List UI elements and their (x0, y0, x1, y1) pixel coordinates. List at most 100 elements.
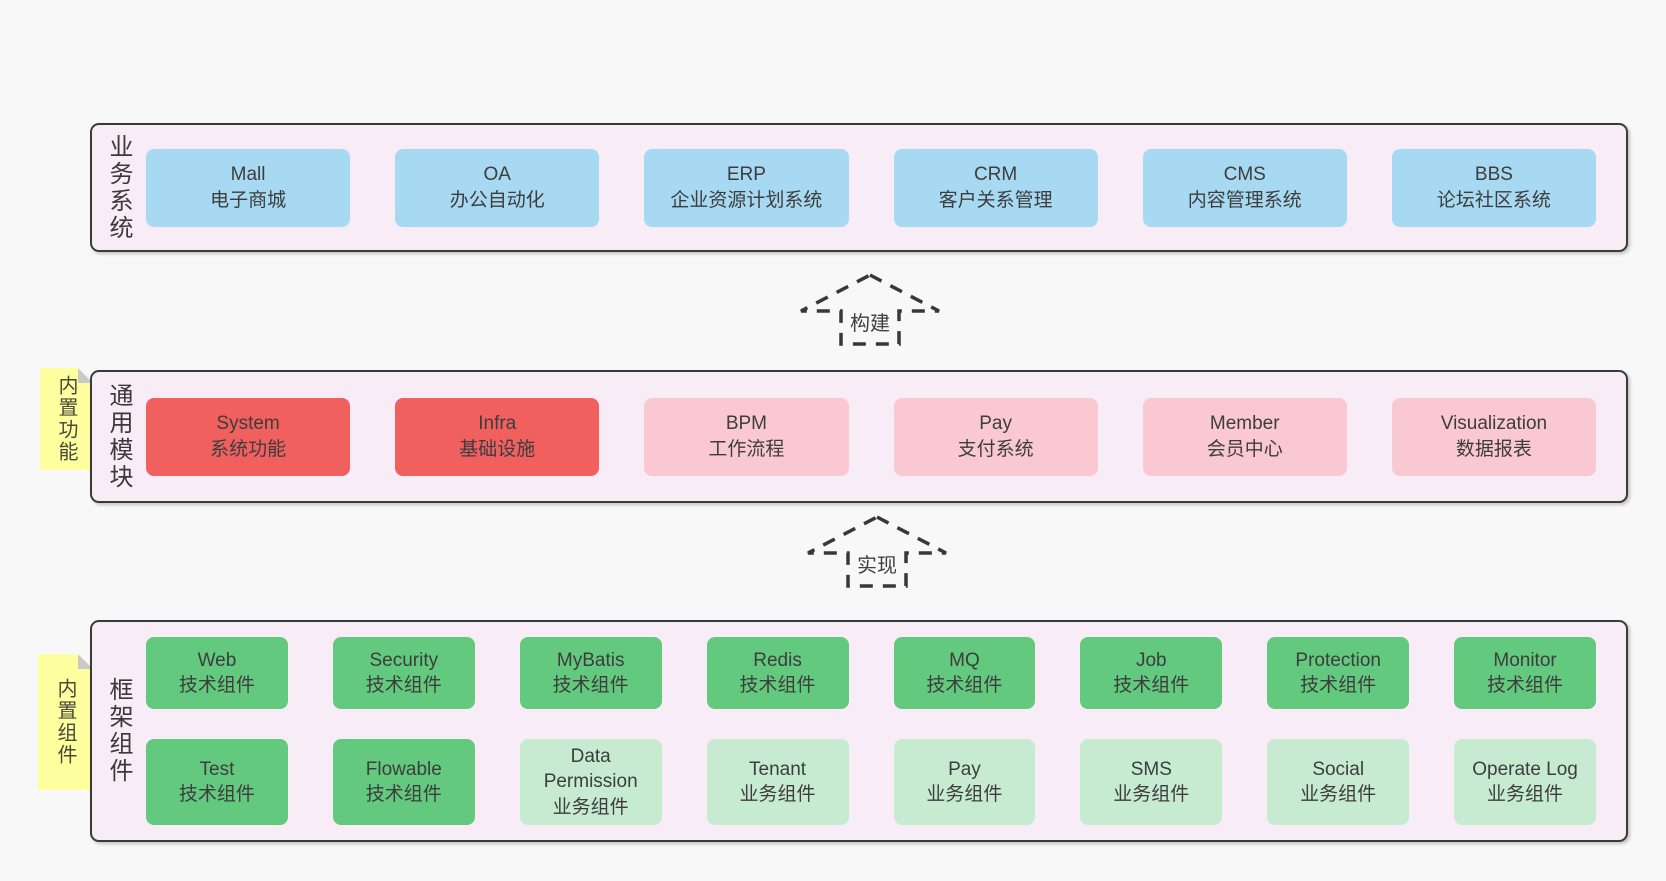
box-subtitle-zh: 技术组件 (1300, 675, 1377, 697)
box-title-en: Job (1135, 650, 1167, 672)
sticky-note-built-in-components: 内置组件 (38, 654, 93, 790)
sticky-note-label: 内置功能 (55, 375, 77, 463)
component-box-social: Social 业务组件 (1267, 739, 1410, 825)
box-title-en: BPM (725, 413, 767, 435)
box-title-en: Tenant (749, 758, 807, 780)
box-title-en: SMS (1130, 758, 1172, 780)
box-subtitle-zh: 技术组件 (178, 675, 255, 697)
box-subtitle-zh: 技术组件 (552, 675, 629, 697)
component-box-security: Security 技术组件 (332, 637, 475, 710)
component-box-job: Job 技术组件 (1080, 637, 1223, 710)
business-systems-grid: Mall 电子商城 OA 办公自动化 ERP 企业资源计划系统 CRM 客户关系管理 CMS 内容… (146, 148, 1596, 227)
component-box-redis: Redis 技术组件 (706, 637, 849, 710)
box-subtitle-zh: 电子商城 (210, 189, 287, 211)
panel-framework-components-label: 框架组件 (105, 677, 132, 785)
box-subtitle-zh: 工作流程 (708, 438, 785, 460)
build-arrow-icon: 构建 (795, 272, 945, 346)
box-subtitle-zh: 内容管理系统 (1187, 189, 1302, 211)
implement-arrow-label: 实现 (852, 548, 902, 579)
component-box-infra: Infra 基础设施 (395, 397, 600, 476)
box-subtitle-zh: 基础设施 (459, 438, 536, 460)
box-title-en: Infra (478, 413, 517, 435)
box-title-en: Pay (979, 413, 1012, 435)
component-box-bbs: BBS 论坛社区系统 (1391, 148, 1596, 227)
box-subtitle-zh: 技术组件 (365, 675, 442, 697)
box-title-en: Test (199, 758, 235, 780)
box-subtitle-zh: 会员中心 (1206, 438, 1283, 460)
component-box-mall: Mall 电子商城 (146, 148, 351, 227)
box-title-en: Protection (1295, 650, 1381, 672)
component-box-mybatis: MyBatis 技术组件 (519, 637, 662, 710)
box-title-en: CMS (1223, 164, 1266, 186)
component-box-monitor: Monitor 技术组件 (1454, 637, 1596, 710)
box-subtitle-zh: 支付系统 (957, 438, 1034, 460)
box-title-en: Web (197, 650, 237, 672)
component-box-crm: CRM 客户关系管理 (893, 148, 1098, 227)
sticky-note-label: 内置组件 (54, 678, 76, 766)
box-title-en: ERP (726, 164, 766, 186)
build-arrow-label: 构建 (845, 306, 895, 337)
box-title-en: Flowable (365, 758, 442, 780)
box-title-en: MyBatis (556, 650, 625, 672)
box-subtitle-zh: 技术组件 (926, 675, 1003, 697)
box-title-en: Monitor (1493, 650, 1557, 672)
component-box-sms: SMS 业务组件 (1080, 739, 1223, 825)
box-subtitle-zh: 技术组件 (1487, 675, 1564, 697)
component-box-cms: CMS 内容管理系统 (1142, 148, 1347, 227)
box-subtitle-zh: 业务组件 (1113, 783, 1190, 805)
box-title-en: OA (483, 164, 511, 186)
component-box-web: Web 技术组件 (146, 637, 288, 710)
box-subtitle-zh: 技术组件 (365, 783, 442, 805)
box-title-en: Data Permission (543, 746, 638, 793)
box-subtitle-zh: 论坛社区系统 (1436, 189, 1551, 211)
box-title-en: Social (1312, 758, 1365, 780)
box-subtitle-zh: 客户关系管理 (938, 189, 1053, 211)
common-modules-grid: System 系统功能 Infra 基础设施 BPM 工作流程 Pay 支付系统 Member 会… (146, 397, 1596, 476)
component-box-operate-log: Operate Log 业务组件 (1454, 739, 1596, 825)
component-box-test: Test 技术组件 (146, 739, 288, 825)
box-title-en: Redis (753, 650, 802, 672)
box-title-en: Member (1209, 413, 1280, 435)
component-box-pay: Pay 业务组件 (893, 739, 1036, 825)
box-title-en: Pay (948, 758, 981, 780)
box-subtitle-zh: 技术组件 (178, 783, 255, 805)
component-box-protection: Protection 技术组件 (1267, 637, 1410, 710)
box-subtitle-zh: 业务组件 (1487, 783, 1564, 805)
box-title-en: Mall (230, 164, 266, 186)
component-box-pay: Pay 支付系统 (893, 397, 1098, 476)
sticky-note-built-in-features: 内置功能 (40, 368, 93, 470)
component-box-erp: ERP 企业资源计划系统 (644, 148, 849, 227)
component-box-data-permission: Data Permission 业务组件 (519, 739, 662, 825)
box-subtitle-zh: 业务组件 (926, 783, 1003, 805)
component-box-tenant: Tenant 业务组件 (706, 739, 849, 825)
box-title-en: CRM (973, 164, 1018, 186)
box-title-en: BBS (1474, 164, 1513, 186)
box-title-en: Visualization (1440, 413, 1548, 435)
component-box-visualization: Visualization 数据报表 (1391, 397, 1596, 476)
box-subtitle-zh: 技术组件 (739, 675, 816, 697)
component-box-mq: MQ 技术组件 (893, 637, 1036, 710)
panel-common-modules: 通用模块 System 系统功能 Infra 基础设施 BPM 工作流程 Pay 支付系统 Me… (90, 370, 1628, 503)
box-subtitle-zh: 数据报表 (1455, 438, 1532, 460)
box-subtitle-zh: 办公自动化 (449, 189, 545, 211)
box-title-en: Operate Log (1472, 758, 1578, 780)
component-box-system: System 系统功能 (146, 397, 351, 476)
box-title-en: MQ (949, 650, 980, 672)
box-subtitle-zh: 系统功能 (210, 438, 287, 460)
component-box-member: Member 会员中心 (1142, 397, 1347, 476)
implement-arrow-icon: 实现 (802, 514, 952, 588)
component-box-oa: OA 办公自动化 (395, 148, 600, 227)
box-subtitle-zh: 业务组件 (1300, 783, 1377, 805)
panel-common-modules-label: 通用模块 (105, 382, 132, 491)
box-title-en: Security (369, 650, 439, 672)
component-box-bpm: BPM 工作流程 (644, 397, 849, 476)
component-box-flowable: Flowable 技术组件 (332, 739, 475, 825)
box-subtitle-zh: 业务组件 (552, 796, 629, 818)
box-subtitle-zh: 企业资源计划系统 (670, 189, 823, 211)
box-subtitle-zh: 技术组件 (1113, 675, 1190, 697)
box-title-en: System (216, 413, 280, 435)
box-subtitle-zh: 业务组件 (739, 783, 816, 805)
